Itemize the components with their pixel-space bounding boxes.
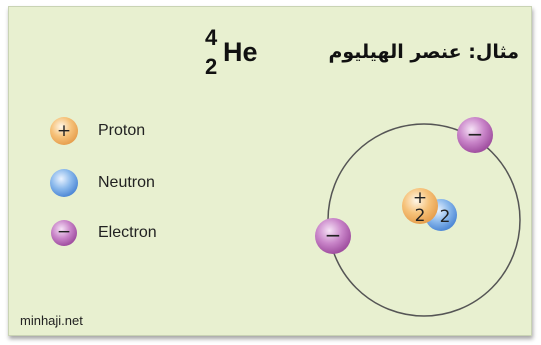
legend-item-electron: − Electron bbox=[49, 219, 157, 247]
footer-watermark: minhaji.net bbox=[20, 313, 83, 328]
atom-diagram: 2 + 2 − − bbox=[315, 117, 521, 317]
svg-text:−: − bbox=[325, 223, 342, 247]
electron-icon: − bbox=[51, 220, 77, 246]
electron-left: − bbox=[315, 218, 351, 254]
isotope-notation: 4 2 He bbox=[201, 25, 281, 95]
svg-text:2: 2 bbox=[440, 207, 451, 227]
atomic-number: 2 bbox=[205, 54, 218, 79]
legend-item-proton: + Proton bbox=[49, 117, 145, 145]
svg-text:−: − bbox=[57, 222, 71, 242]
svg-text:+: + bbox=[413, 188, 427, 208]
electron-top-right: − bbox=[457, 117, 493, 153]
legend-label-neutron: Neutron bbox=[98, 174, 155, 191]
neutron-icon bbox=[50, 169, 78, 197]
svg-text:2: 2 bbox=[415, 206, 426, 226]
element-symbol: He bbox=[223, 37, 258, 67]
proton-icon: + bbox=[50, 117, 78, 145]
page-title: مثال: عنصر الهيليوم bbox=[328, 41, 519, 63]
legend-label-electron: Electron bbox=[98, 224, 157, 241]
svg-text:+: + bbox=[57, 121, 71, 141]
proton: + 2 bbox=[402, 188, 438, 226]
helium-atom-card: مثال: عنصر الهيليوم 4 2 He + Proton Neut… bbox=[8, 6, 532, 336]
mass-number: 4 bbox=[205, 25, 218, 50]
legend-label-proton: Proton bbox=[98, 122, 146, 139]
legend-item-neutron: Neutron bbox=[49, 169, 155, 197]
nucleus: 2 + 2 bbox=[402, 188, 457, 231]
svg-text:−: − bbox=[467, 122, 484, 146]
